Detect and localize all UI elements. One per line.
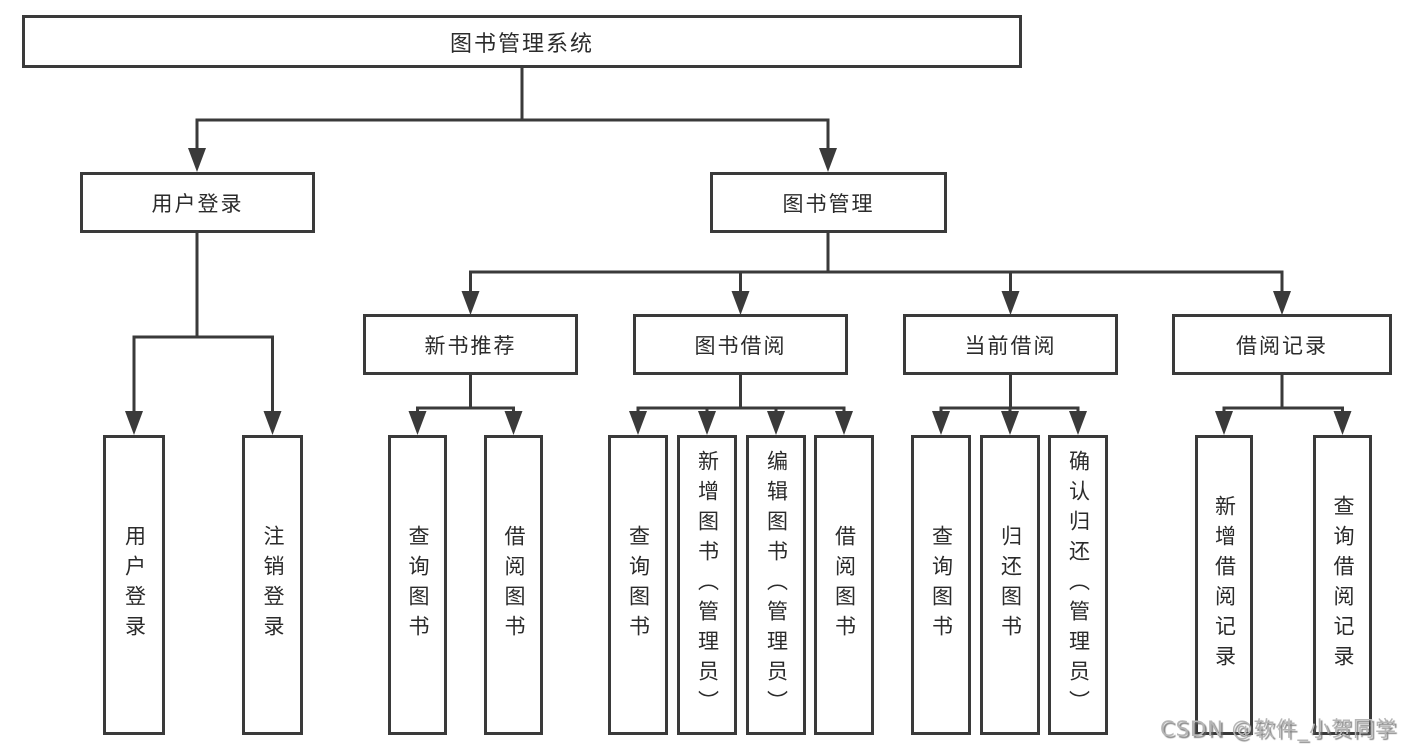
leaf-logout: 注销登录 (242, 435, 303, 735)
leaf-borrow-books-borrowing: 借阅图书 (814, 435, 874, 735)
leaf-return-books: 归还图书 (980, 435, 1040, 735)
leaf-confirm-return-admin: 确认归还（管理员） (1048, 435, 1108, 735)
node-new-book-recommendation: 新书推荐 (363, 314, 578, 375)
leaf-borrow-books-recommend: 借阅图书 (484, 435, 543, 735)
leaf-query-books-borrowing: 查询图书 (608, 435, 668, 735)
node-user-login: 用户登录 (80, 172, 315, 233)
leaf-query-books-current: 查询图书 (911, 435, 971, 735)
leaf-user-login: 用户登录 (103, 435, 165, 735)
leaf-add-book-admin: 新增图书（管理员） (677, 435, 737, 735)
node-root-library-system: 图书管理系统 (22, 15, 1022, 68)
leaf-query-borrow-record: 查询借阅记录 (1313, 435, 1372, 735)
leaf-edit-book-admin: 编辑图书（管理员） (746, 435, 806, 735)
leaf-query-books-recommend: 查询图书 (388, 435, 447, 735)
leaf-add-borrow-record: 新增借阅记录 (1195, 435, 1253, 735)
node-book-borrowing: 图书借阅 (633, 314, 848, 375)
node-borrowing-records: 借阅记录 (1172, 314, 1392, 375)
node-current-borrowing: 当前借阅 (903, 314, 1118, 375)
node-book-management: 图书管理 (710, 172, 947, 233)
